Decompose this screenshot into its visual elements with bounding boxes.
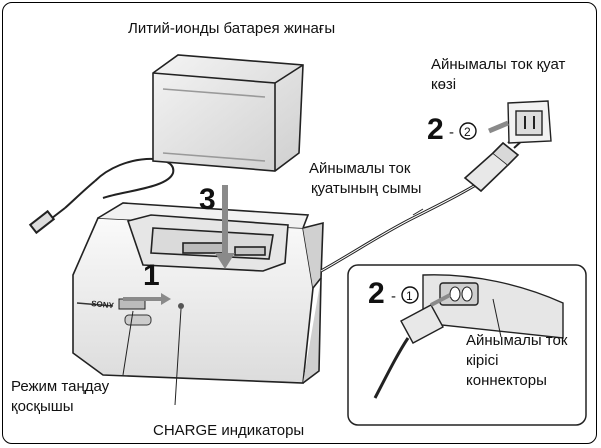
plug-arrow [488, 120, 509, 134]
ac-source-label-2: көзі [431, 76, 456, 93]
ac-cord-label-1: Айнымалы ток [309, 160, 411, 177]
step-3: 3 [199, 183, 216, 216]
ac-cord-label-2: қуатының сымы [311, 180, 421, 197]
mode-switch-label-2: қосқышы [11, 398, 74, 415]
svg-text:-: - [449, 124, 454, 141]
ac-in-label-3: коннекторы [466, 372, 547, 389]
charger-body [72, 202, 324, 384]
charge-led [178, 303, 184, 309]
svg-text:2: 2 [427, 113, 444, 146]
charge-indicator-label: CHARGE индикаторы [153, 422, 304, 439]
step-1: 1 [143, 259, 160, 292]
mode-switch-label-1: Режим таңдау [11, 378, 110, 395]
inset-panel [347, 264, 587, 426]
step-2-2: 2 - 2 [427, 113, 477, 146]
svg-text:-: - [391, 288, 396, 305]
svg-text:2: 2 [464, 125, 471, 139]
ac-in-label-2: кірісі [466, 352, 498, 369]
svg-text:2: 2 [368, 277, 385, 310]
diagram-frame: SONY [2, 2, 597, 444]
ac-plug [463, 132, 526, 193]
svg-text:1: 1 [406, 289, 413, 303]
switch-knob [124, 314, 152, 326]
step-2-1: 2 - 1 [368, 277, 419, 310]
dc-cord [28, 157, 175, 235]
battery-pack [152, 54, 304, 172]
ac-in-label-1: Айнымалы ток [466, 332, 568, 349]
charger-diagram: SONY [11, 20, 587, 439]
brand-logo: SONY [91, 299, 115, 310]
ac-connector [400, 304, 444, 344]
battery-label: Литий-ионды батарея жинағы [128, 20, 335, 37]
ac-source-label-1: Айнымалы ток қуат [431, 56, 565, 73]
wall-outlet [507, 100, 552, 144]
leader-lines [122, 208, 424, 406]
